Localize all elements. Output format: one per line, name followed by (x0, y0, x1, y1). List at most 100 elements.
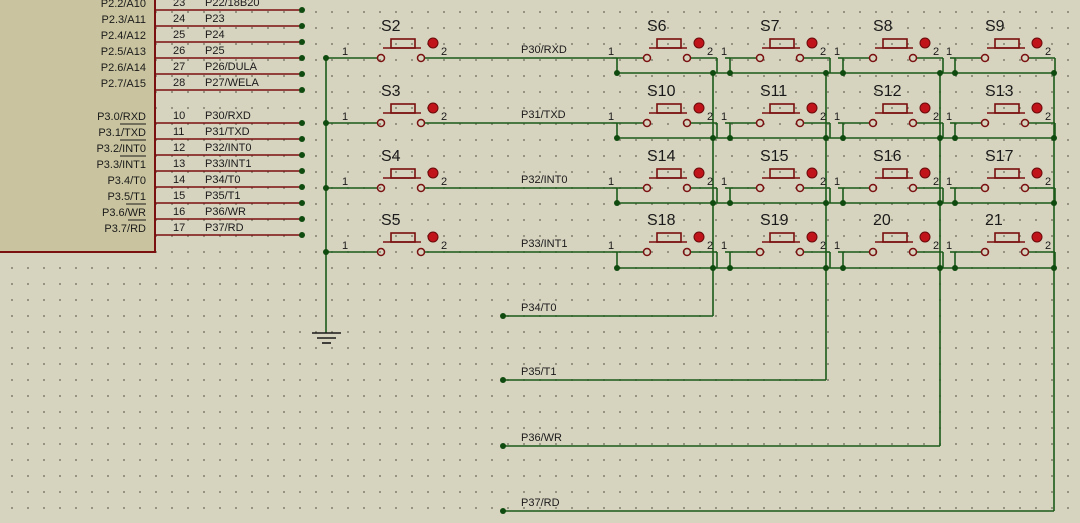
junction-dot (710, 135, 716, 141)
junction-dot (614, 265, 620, 271)
mcu-pin-net-label: P36/WR (205, 206, 246, 218)
mcu-pin-name: P3.2/INT0 (96, 143, 146, 155)
junction-dot (952, 265, 958, 271)
pin-end-dot (299, 232, 305, 238)
junction-dot (840, 70, 846, 76)
junction-dot (710, 70, 716, 76)
junction-dot (323, 120, 329, 126)
switch-plunger (882, 232, 908, 243)
mcu-pin-net-label: P32/INT0 (205, 142, 251, 154)
switch-contact-1 (755, 118, 765, 128)
switch-contact-1 (642, 247, 652, 257)
indicator-dot (693, 167, 705, 179)
mcu-pin-net-label: P33/INT1 (205, 158, 251, 170)
net-end-dot (500, 313, 506, 319)
mcu-pin-net-label: P26/DULA (205, 61, 258, 73)
switch-contact-1 (980, 118, 990, 128)
indicator-dot (919, 37, 931, 49)
switch-contact-1 (376, 183, 386, 193)
junction-dot (614, 70, 620, 76)
pin-end-dot (299, 200, 305, 206)
switch-pin-2-label: 2 (707, 111, 713, 123)
switch-plunger (656, 232, 682, 243)
row-net-label: P33/INT1 (521, 238, 567, 250)
junction-dot (710, 200, 716, 206)
switch-pin-2-label: 2 (820, 46, 826, 58)
switch-contact-2 (795, 183, 805, 193)
mcu-pin-name: P3.0/RXD (97, 111, 146, 123)
switch-contact-2 (682, 118, 692, 128)
pin-end-dot (299, 87, 305, 93)
switch-plunger (390, 38, 416, 49)
indicator-dot (919, 231, 931, 243)
junction-dot (1051, 265, 1057, 271)
row-net-label: P32/INT0 (521, 174, 567, 186)
indicator-dot (1031, 102, 1043, 114)
mcu-pin-name: P3.7/RD (104, 223, 146, 235)
switch-pin-2-label: 2 (820, 176, 826, 188)
mcu-pin-net-label: P35/T1 (205, 190, 240, 202)
switch-label: S18 (647, 212, 676, 229)
indicator-dot (427, 167, 439, 179)
mcu-pin-name: P2.3/A11 (102, 14, 146, 26)
mcu-body[interactable] (0, 0, 156, 253)
mcu-pin-number: 24 (173, 13, 185, 25)
switch-pin-1-label: 1 (721, 240, 727, 252)
switch-contact-1 (868, 247, 878, 257)
pin-end-dot (299, 216, 305, 222)
junction-dot (937, 200, 943, 206)
switch-pin-1-label: 1 (946, 240, 952, 252)
switch-label: S19 (760, 212, 789, 229)
switch-pin-2-label: 2 (441, 176, 447, 188)
mcu-pin-number: 25 (173, 29, 185, 41)
switch-contact-1 (755, 183, 765, 193)
mcu-pin-net-label: P24 (205, 29, 225, 41)
switch-pin-2-label: 2 (441, 240, 447, 252)
switch-pin-1-label: 1 (342, 46, 348, 58)
switch-label: S15 (760, 148, 789, 165)
ground-symbol[interactable] (312, 312, 341, 344)
mcu-pin-name: P2.6/A14 (101, 62, 146, 74)
junction-dot (323, 249, 329, 255)
switch-label: S2 (381, 18, 401, 35)
net-end-dot (500, 443, 506, 449)
switch-plunger (656, 38, 682, 49)
switch-pin-2-label: 2 (933, 111, 939, 123)
indicator-dot (806, 167, 818, 179)
switch-contact-2 (1020, 118, 1030, 128)
switch-pin-2-label: 2 (933, 176, 939, 188)
switch-contact-2 (908, 247, 918, 257)
junction-dot (823, 135, 829, 141)
switch-pin-1-label: 1 (834, 176, 840, 188)
mcu-pin-net-label: P23 (205, 13, 225, 25)
pin-end-dot (299, 71, 305, 77)
mcu-pin-name: P3.3/INT1 (96, 159, 146, 171)
switch-pin-2-label: 2 (1045, 46, 1051, 58)
switch-pin-1-label: 1 (608, 46, 614, 58)
junction-dot (727, 70, 733, 76)
column-net-label: P34/T0 (521, 302, 556, 314)
junction-dot (823, 200, 829, 206)
switch-label: S9 (985, 18, 1005, 35)
